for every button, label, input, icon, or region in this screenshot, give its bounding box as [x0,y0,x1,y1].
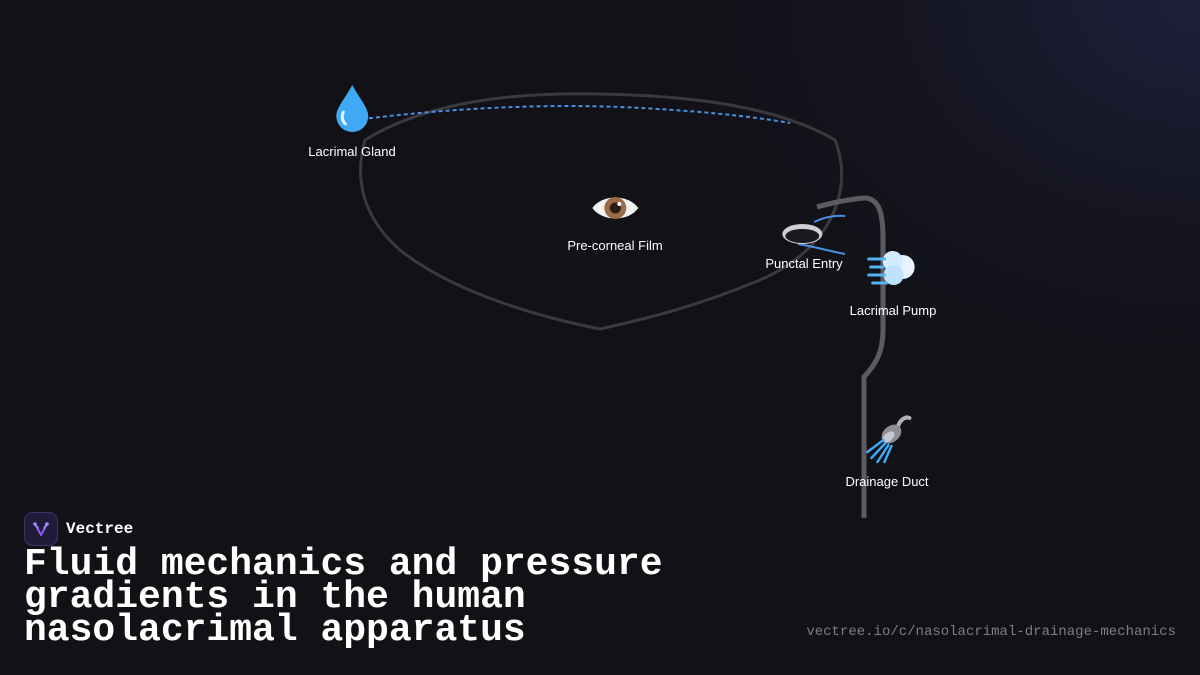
eye-icon [590,172,640,228]
shower-icon [861,408,913,464]
eye-outline [359,92,844,331]
node-pre-corneal-film: Pre-corneal Film [567,172,663,253]
brand: Vectree [24,512,133,546]
node-label: Lacrimal Gland [308,144,396,159]
node-punctal-entry: Punctal Entry [765,190,843,271]
node-label: Pre-corneal Film [567,238,663,253]
node-lacrimal-pump: Lacrimal Pump [849,237,937,318]
node-drainage-duct: Drainage Duct [845,408,929,489]
punctal-flow-lower [797,243,846,255]
vectree-logo-icon [24,512,58,546]
page-title: Fluid mechanics and pressure gradients i… [24,543,663,652]
droplet-icon [332,78,372,134]
node-label: Punctal Entry [765,256,843,271]
nasolacrimal-duct [816,195,886,518]
brand-name: Vectree [66,520,134,538]
source-url: vectree.io/c/nasolacrimal-drainage-mecha… [806,624,1176,640]
punctal-flow-upper [813,214,846,223]
node-lacrimal-gland: Lacrimal Gland [308,78,396,159]
node-label: Drainage Duct [845,474,929,489]
tear-flow-path [354,105,791,124]
node-label: Lacrimal Pump [849,303,937,318]
punctum-opening-icon [781,190,827,246]
gust-of-wind-icon [867,237,919,293]
